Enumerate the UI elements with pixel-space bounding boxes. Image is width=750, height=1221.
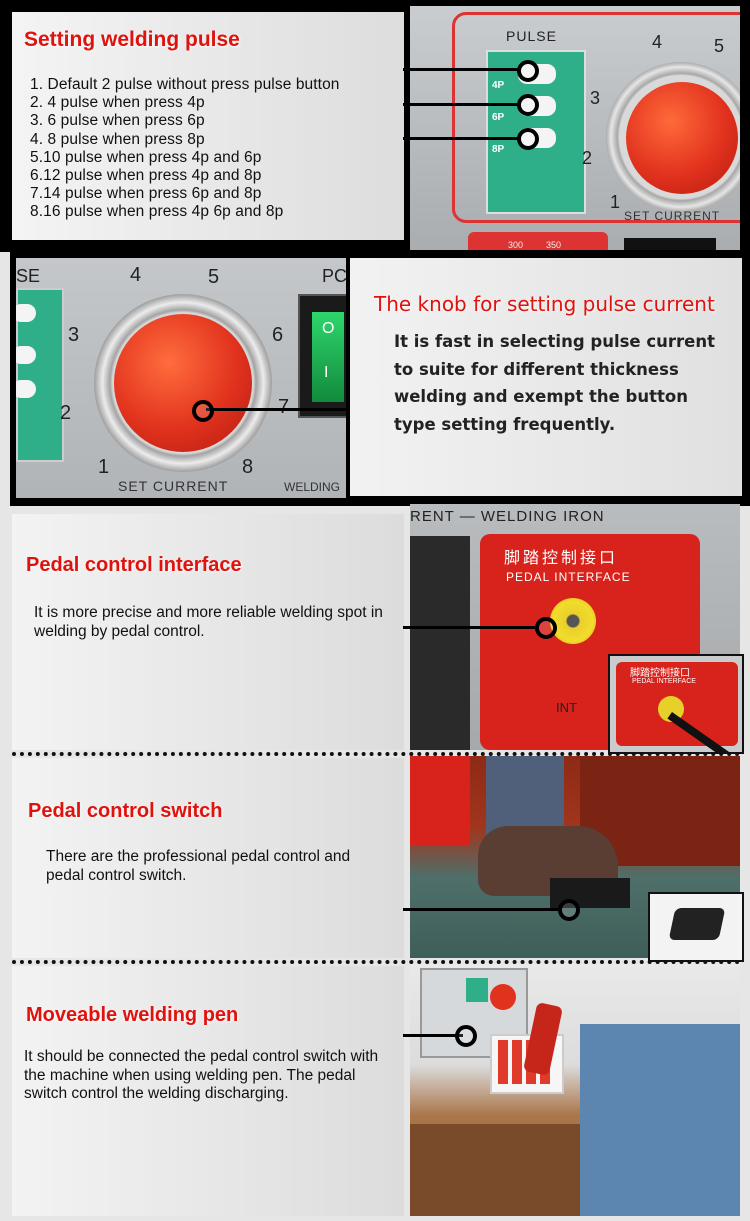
red-panel-outline <box>452 12 740 223</box>
list-item: 3. 6 pulse when press 6p <box>30 112 205 130</box>
dial-number-4: 4 <box>652 32 663 52</box>
connector-ring <box>517 128 539 150</box>
dial-number-8: 8 <box>242 456 254 478</box>
dial-number-6: 6 <box>272 324 284 346</box>
list-item: 1. Default 2 pulse without press pulse b… <box>30 76 340 93</box>
welding-pen-panel: Moveable welding pen It should be connec… <box>12 966 404 1216</box>
section-divider <box>12 752 740 756</box>
button-label-6p: 6P <box>492 112 505 123</box>
connector-ring <box>517 94 539 116</box>
section4-description: There are the professional pedal control… <box>46 848 351 884</box>
set-current-label: SET CURRENT <box>624 209 721 223</box>
operator-shirt <box>580 1024 740 1216</box>
connector-line <box>403 68 521 71</box>
bottom-red-strip <box>468 232 608 250</box>
button-label-8p: 8P <box>492 144 505 155</box>
connector-ring <box>455 1025 477 1047</box>
switch-mark-o: O <box>322 320 335 337</box>
connector-ring <box>192 400 214 422</box>
connector-line <box>206 408 350 411</box>
connector-ring <box>517 60 539 82</box>
photo-label-en: PEDAL INTERFACE <box>506 570 631 584</box>
pedal-jack[interactable] <box>550 598 596 644</box>
section3-title: Pedal control interface <box>26 554 242 576</box>
section1-title: Setting welding pulse <box>24 28 240 51</box>
dial-number-2: 2 <box>582 148 593 168</box>
pedal-switch-panel: Pedal control switch There are the profe… <box>12 758 404 958</box>
photo-top-label: RENT — WELDING IRON <box>410 508 605 525</box>
dial-number-3: 3 <box>590 88 601 108</box>
current-knob-photo: SE PC 4 5 3 6 2 7 1 8 SET CURRENT WELDIN… <box>16 258 346 498</box>
list-item: 5.10 pulse when press 4p and 6p <box>30 148 262 166</box>
machine-side <box>410 536 470 750</box>
list-item: 7.14 pulse when press 6p and 8p <box>30 185 262 203</box>
connector-line <box>403 137 521 140</box>
current-knob[interactable] <box>626 82 738 194</box>
inset-label-cn: 脚踏控制接口 <box>630 668 690 679</box>
connector-line <box>403 103 521 106</box>
section-divider <box>12 960 740 964</box>
section2-title: The knob for setting pulse current <box>374 292 715 316</box>
scale-350: 350 <box>546 240 562 250</box>
welder-green-panel <box>466 978 488 1002</box>
dial-number-5: 5 <box>208 266 220 288</box>
connector-line <box>403 1034 463 1037</box>
pulse-button-edge <box>16 380 36 398</box>
dial-number-3: 3 <box>68 324 80 346</box>
dial-number-5: 5 <box>714 36 725 56</box>
switch-mark-i: I <box>324 364 329 381</box>
pedal-switch-inset <box>648 892 744 962</box>
workbench <box>410 1124 580 1216</box>
corner-label-se: SE <box>16 266 41 286</box>
pulse-list: 1. Default 2 pulse without press pulse b… <box>30 76 340 222</box>
corner-label-pc: PC <box>322 266 346 286</box>
dial-number-2: 2 <box>60 402 72 424</box>
section5-description: It should be connected the pedal control… <box>24 1048 379 1102</box>
pedal-interface-panel: Pedal control interface It is more preci… <box>12 514 404 750</box>
pulse-label: PULSE <box>506 28 557 44</box>
section5-title: Moveable welding pen <box>26 1004 239 1026</box>
welding-pen-photo <box>410 964 740 1216</box>
red-chair <box>410 756 470 846</box>
button-label-4p: 4P <box>492 80 505 91</box>
inset-label-en: PEDAL INTERFACE <box>632 678 696 685</box>
list-item: 6.12 pulse when press 4p and 8p <box>30 167 262 185</box>
bottom-dark-slot <box>624 238 716 250</box>
list-item: 4. 8 pulse when press 8p <box>30 130 205 148</box>
list-item: 8.16 pulse when press 4p 6p and 8p <box>30 203 284 221</box>
photo-label-cn: 脚踏控制接口 <box>504 550 619 567</box>
pedal-inset-photo: 脚踏控制接口 PEDAL INTERFACE <box>608 654 744 754</box>
pulse-buttons-photo: PULSE 4P 6P 8P 4 5 3 2 1 SET CURRENT 300… <box>410 6 740 250</box>
connector-line <box>403 908 561 911</box>
set-current-label: SET CURRENT <box>118 478 229 494</box>
connector-line <box>403 626 539 629</box>
dial-number-4: 4 <box>130 264 142 286</box>
pulse-button-edge <box>16 304 36 322</box>
photo-label-int: INT <box>556 700 577 715</box>
current-knob[interactable] <box>114 314 252 452</box>
section2-description: It is fast in selecting pulse current to… <box>394 332 715 434</box>
dial-number-7: 7 <box>278 396 290 418</box>
pedal-switch-device <box>668 908 726 940</box>
power-switch[interactable] <box>312 312 344 402</box>
pulse-button-edge <box>16 346 36 364</box>
section4-title: Pedal control switch <box>28 800 223 822</box>
dial-number-1: 1 <box>98 456 110 478</box>
connector-ring <box>558 899 580 921</box>
welder-knob <box>490 984 516 1010</box>
pulse-setting-panel: Setting welding pulse 1. Default 2 pulse… <box>12 12 404 240</box>
list-item: 2. 4 pulse when press 4p <box>30 94 205 112</box>
dial-number-1: 1 <box>610 192 621 212</box>
scale-300: 300 <box>508 240 524 250</box>
connector-ring <box>535 617 557 639</box>
knob-info-panel: The knob for setting pulse current It is… <box>350 258 742 496</box>
welding-label: WELDING <box>284 480 341 494</box>
section3-description: It is more precise and more reliable wel… <box>34 604 383 640</box>
